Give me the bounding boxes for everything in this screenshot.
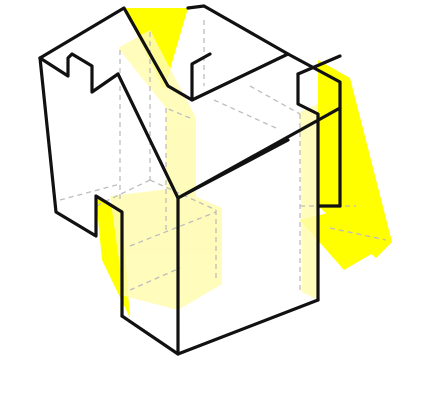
translucent-section-planes [110,30,318,310]
light-plane-lower [110,188,222,310]
outline-bottom [122,300,318,354]
hidden-edge [250,86,300,114]
hidden-edge [214,100,276,128]
light-plane-right [300,104,318,300]
outline-left-tab [40,54,118,92]
outline-left-face [40,58,122,316]
